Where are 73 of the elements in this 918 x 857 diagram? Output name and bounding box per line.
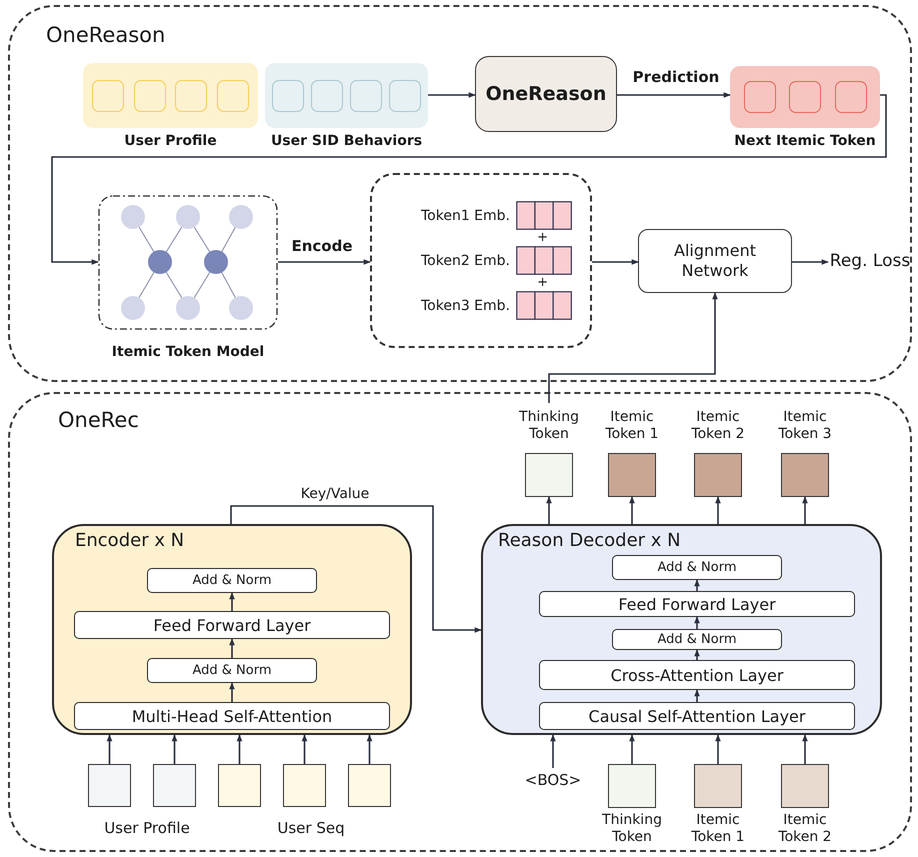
token-label: Itemic Token 1 — [604, 409, 660, 443]
arrow — [546, 496, 552, 524]
arrow — [548, 292, 718, 403]
arrow — [550, 734, 556, 768]
token-square — [88, 764, 131, 807]
arrow — [236, 734, 242, 764]
panel-title: OneRec — [58, 408, 139, 432]
node-label: User Profile — [124, 133, 217, 149]
arrow — [229, 592, 235, 611]
token-square — [283, 764, 326, 807]
arrow — [229, 638, 235, 658]
stack-block — [481, 524, 882, 735]
node-label: Next Itemic Token — [734, 133, 876, 149]
plus-sign: + — [537, 231, 548, 245]
node-label: User SID Behaviors — [270, 133, 422, 149]
arrow — [694, 649, 700, 660]
token-square — [153, 764, 196, 807]
token-square — [348, 764, 391, 807]
layer-box: Add & Norm — [147, 658, 317, 683]
token-label: Thinking Token — [518, 409, 580, 443]
process-box: Alignment Network — [638, 229, 792, 293]
arrow — [51, 94, 887, 265]
layer-box: Causal Self-Attention Layer — [539, 702, 855, 730]
arrow — [302, 734, 308, 764]
arrow — [802, 734, 808, 764]
layer-box: Cross-Attention Layer — [539, 660, 855, 690]
dashed-panel — [8, 392, 912, 852]
arrow — [694, 689, 700, 702]
arrow — [230, 505, 482, 633]
input-label: User Seq — [277, 819, 345, 837]
block-title: Reason Decoder x N — [498, 530, 681, 551]
arrow — [629, 734, 635, 764]
arrow — [428, 92, 476, 98]
arrow — [694, 616, 700, 629]
text-label: Reg. Loss — [828, 249, 912, 273]
layer-box: Multi-Head Self-Attention — [74, 702, 390, 730]
dashed-panel — [8, 5, 912, 382]
input-label: User Profile — [104, 819, 190, 837]
model-box: OneReason — [475, 56, 617, 132]
arrow — [694, 579, 700, 591]
node-label: Itemic Token Model — [112, 344, 264, 360]
layer-box: Feed Forward Layer — [539, 591, 855, 617]
token-label: Itemic Token 3 — [777, 409, 833, 443]
arrow — [629, 496, 635, 524]
arrow — [172, 734, 178, 764]
block-title: Encoder x N — [75, 530, 184, 551]
arrow — [592, 259, 639, 265]
layer-box: Add & Norm — [147, 568, 317, 593]
token-label: Itemic Token 2 — [690, 409, 746, 443]
arrow — [715, 496, 721, 524]
text-label: <BOS> — [524, 768, 582, 792]
arrow — [802, 496, 808, 524]
arrow — [715, 734, 721, 764]
arrow — [366, 734, 372, 764]
arrow — [229, 682, 235, 702]
plus-sign: + — [537, 276, 548, 290]
arrow — [792, 259, 829, 265]
layer-box: Feed Forward Layer — [74, 611, 390, 639]
arrow — [106, 734, 112, 764]
embedding-group — [370, 173, 592, 348]
arrow — [617, 92, 731, 98]
embedding-label: Token2 Emb. — [420, 252, 510, 268]
layer-box: Add & Norm — [612, 555, 782, 580]
token-label: Itemic Token 2 — [777, 812, 833, 846]
token-label: Itemic Token 1 — [690, 812, 746, 846]
layer-box: Add & Norm — [612, 629, 782, 650]
token-square — [218, 764, 261, 807]
token-label: Thinking Token — [601, 812, 663, 846]
stack-block — [52, 524, 412, 735]
embedding-label: Token1 Emb. — [420, 208, 510, 224]
embedding-label: Token3 Emb. — [420, 298, 510, 314]
arrow — [278, 259, 371, 265]
panel-title: OneReason — [46, 23, 166, 47]
